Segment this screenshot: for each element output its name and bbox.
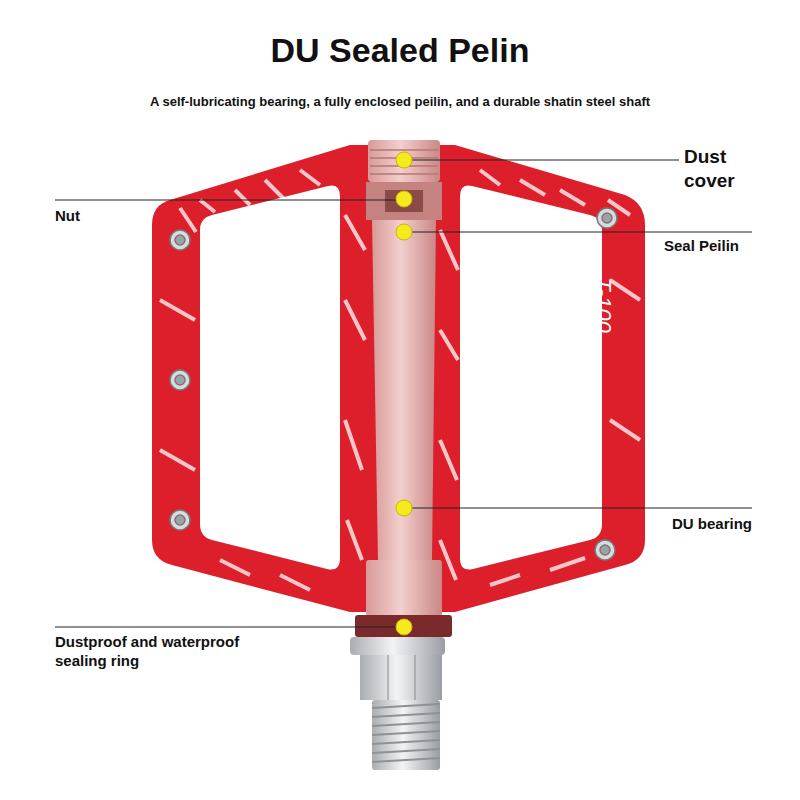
callout-dots <box>396 152 412 635</box>
leader-lines <box>55 160 752 627</box>
pedal-axle <box>350 140 452 770</box>
model-mark: T-100 <box>591 277 615 332</box>
subtitle: A self-lubricating bearing, a fully encl… <box>0 94 800 110</box>
title: DU Sealed Pelin <box>0 30 800 70</box>
pedal-body <box>152 145 645 612</box>
part-label: Dust cover <box>684 145 766 193</box>
part-label: DU bearing <box>672 515 752 533</box>
part-label: Dustproof and waterproof sealing ring <box>55 632 290 670</box>
pedal-graphics <box>160 170 640 590</box>
pedal-pins <box>170 208 617 560</box>
part-label: Seal Peilin <box>664 237 739 255</box>
part-label: Nut <box>55 207 80 225</box>
